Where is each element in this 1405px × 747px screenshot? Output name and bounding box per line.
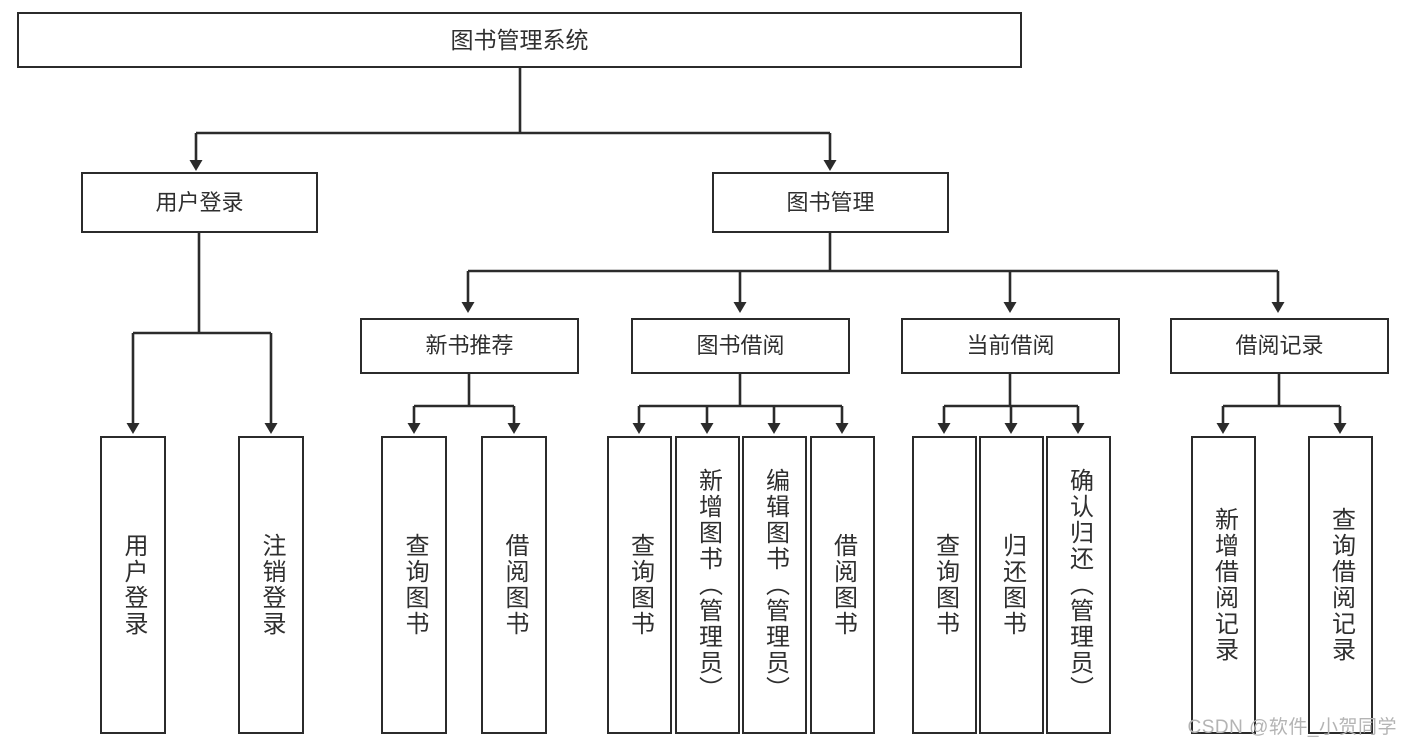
node-leaf-query-books-new[interactable]: 查询图书 (381, 436, 447, 734)
node-book-management[interactable]: 图书管理 (712, 172, 949, 233)
node-user-login-label: 用户登录 (155, 189, 244, 215)
node-leaf-query-books-new-label: 查询图书 (401, 533, 428, 637)
node-leaf-logout[interactable]: 注销登录 (238, 436, 304, 734)
node-leaf-query-books-current-label: 查询图书 (931, 533, 959, 637)
node-borrowing-records-label: 借阅记录 (1235, 333, 1324, 359)
node-borrowing-records[interactable]: 借阅记录 (1170, 318, 1389, 374)
node-leaf-query-books-borrow-label: 查询图书 (626, 533, 654, 637)
node-leaf-add-book-admin-label: 新增图书（管理员） (694, 468, 722, 702)
node-current-borrowing-label: 当前借阅 (966, 333, 1055, 359)
node-leaf-user-login[interactable]: 用户登录 (100, 436, 166, 734)
node-leaf-logout-label: 注销登录 (258, 533, 285, 637)
node-leaf-add-borrow-record-label: 新增借阅记录 (1210, 507, 1238, 663)
node-user-login[interactable]: 用户登录 (81, 172, 318, 233)
node-current-borrowing[interactable]: 当前借阅 (901, 318, 1120, 374)
node-leaf-query-books-current[interactable]: 查询图书 (912, 436, 977, 734)
node-leaf-add-borrow-record[interactable]: 新增借阅记录 (1191, 436, 1256, 734)
node-leaf-query-borrow-record[interactable]: 查询借阅记录 (1308, 436, 1373, 734)
node-leaf-add-book-admin[interactable]: 新增图书（管理员） (675, 436, 740, 734)
node-book-borrowing-label: 图书借阅 (696, 333, 785, 359)
node-leaf-query-borrow-record-label: 查询借阅记录 (1327, 507, 1355, 663)
node-leaf-borrow-books-new-label: 借阅图书 (501, 533, 528, 637)
node-leaf-borrow-books-borrow[interactable]: 借阅图书 (810, 436, 875, 734)
node-leaf-return-books[interactable]: 归还图书 (979, 436, 1044, 734)
node-leaf-confirm-return-admin-label: 确认归还（管理员） (1065, 468, 1093, 702)
node-new-book-recommendation[interactable]: 新书推荐 (360, 318, 579, 374)
node-leaf-user-login-label: 用户登录 (120, 533, 147, 637)
node-leaf-return-books-label: 归还图书 (998, 533, 1026, 637)
node-new-book-recommendation-label: 新书推荐 (425, 333, 514, 359)
node-root-book-management-system[interactable]: 图书管理系统 (17, 12, 1022, 68)
node-leaf-borrow-books-new[interactable]: 借阅图书 (481, 436, 547, 734)
node-book-borrowing[interactable]: 图书借阅 (631, 318, 850, 374)
node-leaf-query-books-borrow[interactable]: 查询图书 (607, 436, 672, 734)
node-leaf-edit-book-admin[interactable]: 编辑图书（管理员） (742, 436, 807, 734)
node-root-label: 图书管理系统 (450, 26, 589, 53)
node-leaf-edit-book-admin-label: 编辑图书（管理员） (761, 468, 789, 702)
node-book-management-label: 图书管理 (786, 189, 875, 215)
node-leaf-confirm-return-admin[interactable]: 确认归还（管理员） (1046, 436, 1111, 734)
node-leaf-borrow-books-borrow-label: 借阅图书 (829, 533, 857, 637)
